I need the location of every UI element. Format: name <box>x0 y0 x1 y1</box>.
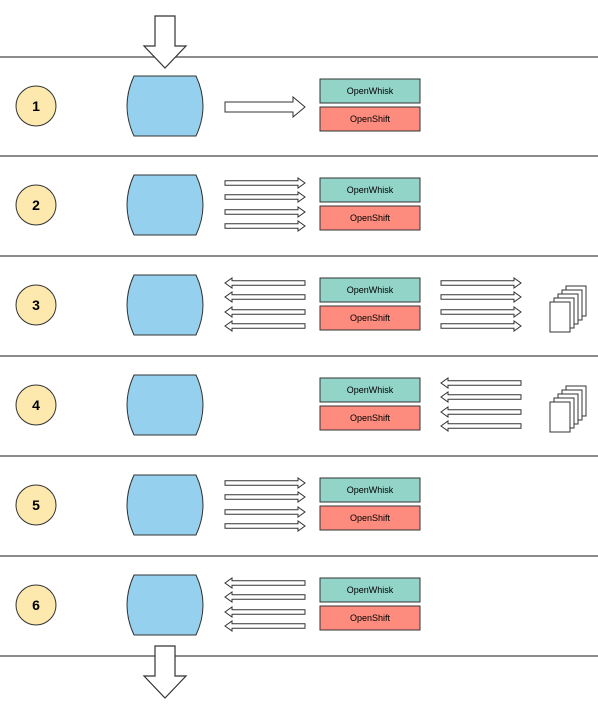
left-four-right-arrows <box>224 177 306 232</box>
stage-number: 5 <box>32 497 40 513</box>
openwhisk-box <box>319 277 421 303</box>
stage-badge <box>15 284 57 326</box>
left-arrow-icon <box>224 591 306 603</box>
right-arrow-icon <box>440 306 522 318</box>
openshift-box <box>319 405 421 431</box>
right-arrow-icon <box>224 177 306 189</box>
left-arrow-icon <box>224 306 306 318</box>
openshift-box <box>319 106 421 132</box>
data-store-shape <box>126 374 204 436</box>
data-store-shape <box>126 274 204 336</box>
openshift-label: OpenShift <box>350 213 391 223</box>
right-arrow-icon <box>224 491 306 503</box>
right-arrow-icon <box>224 520 306 532</box>
left-four-left-arrows <box>224 577 306 632</box>
document-page <box>549 401 571 433</box>
left-arrow-icon <box>224 277 306 289</box>
openwhisk-label: OpenWhisk <box>347 585 394 595</box>
right-arrow-icon <box>224 506 306 518</box>
right-arrow-icon <box>440 277 522 289</box>
left-arrow-icon <box>440 406 522 418</box>
left-arrow-icon <box>224 291 306 303</box>
left-four-right-arrows <box>224 477 306 532</box>
right-arrow-icon <box>440 291 522 303</box>
entry-down-arrow-icon <box>142 15 188 69</box>
left-arrow-icon <box>224 606 306 618</box>
openwhisk-label: OpenWhisk <box>347 185 394 195</box>
exit-down-arrow-icon <box>142 645 188 699</box>
left-arrow-icon <box>224 577 306 589</box>
left-four-left-arrows <box>224 277 306 332</box>
stage-number: 6 <box>32 597 40 613</box>
stage-number: 1 <box>32 98 40 114</box>
stage-badge <box>15 484 57 526</box>
right-four-left-arrows <box>440 377 522 432</box>
right-arrow-icon <box>224 477 306 489</box>
openwhisk-box <box>319 78 421 104</box>
stage-badge <box>15 184 57 226</box>
openwhisk-label: OpenWhisk <box>347 86 394 96</box>
stage-number: 2 <box>32 197 40 213</box>
data-store-shape <box>126 174 204 236</box>
data-store-shape <box>126 75 204 137</box>
openwhisk-label: OpenWhisk <box>347 485 394 495</box>
stage-badge <box>15 384 57 426</box>
left-arrow-icon <box>440 391 522 403</box>
right-arrow-icon <box>224 206 306 218</box>
data-store-shape <box>126 574 204 636</box>
left-arrow-icon <box>224 320 306 332</box>
openshift-label: OpenShift <box>350 114 391 124</box>
openwhisk-label: OpenWhisk <box>347 285 394 295</box>
openshift-label: OpenShift <box>350 513 391 523</box>
right-arrow-icon <box>224 220 306 232</box>
openwhisk-box <box>319 577 421 603</box>
openwhisk-box <box>319 377 421 403</box>
stage-badge <box>15 85 57 127</box>
left-arrow-icon <box>440 377 522 389</box>
right-four-right-arrows <box>440 277 522 332</box>
right-arrow-icon <box>224 191 306 203</box>
left-arrow-icon <box>224 620 306 632</box>
openshift-label: OpenShift <box>350 413 391 423</box>
openshift-box <box>319 305 421 331</box>
left-arrow-icon <box>440 420 522 432</box>
stage-badge <box>15 584 57 626</box>
openwhisk-box <box>319 477 421 503</box>
document-page <box>549 301 571 333</box>
openshift-box <box>319 605 421 631</box>
openshift-box <box>319 505 421 531</box>
stage-number: 4 <box>32 397 40 413</box>
data-store-shape <box>126 474 204 536</box>
openshift-label: OpenShift <box>350 613 391 623</box>
openshift-label: OpenShift <box>350 313 391 323</box>
document-stack-icon <box>549 285 587 333</box>
document-stack-icon <box>549 385 587 433</box>
stage-number: 3 <box>32 297 40 313</box>
openshift-box <box>319 205 421 231</box>
right-arrow-icon <box>440 320 522 332</box>
openwhisk-box <box>319 177 421 203</box>
openwhisk-label: OpenWhisk <box>347 385 394 395</box>
single-right-arrow-icon <box>224 95 306 119</box>
